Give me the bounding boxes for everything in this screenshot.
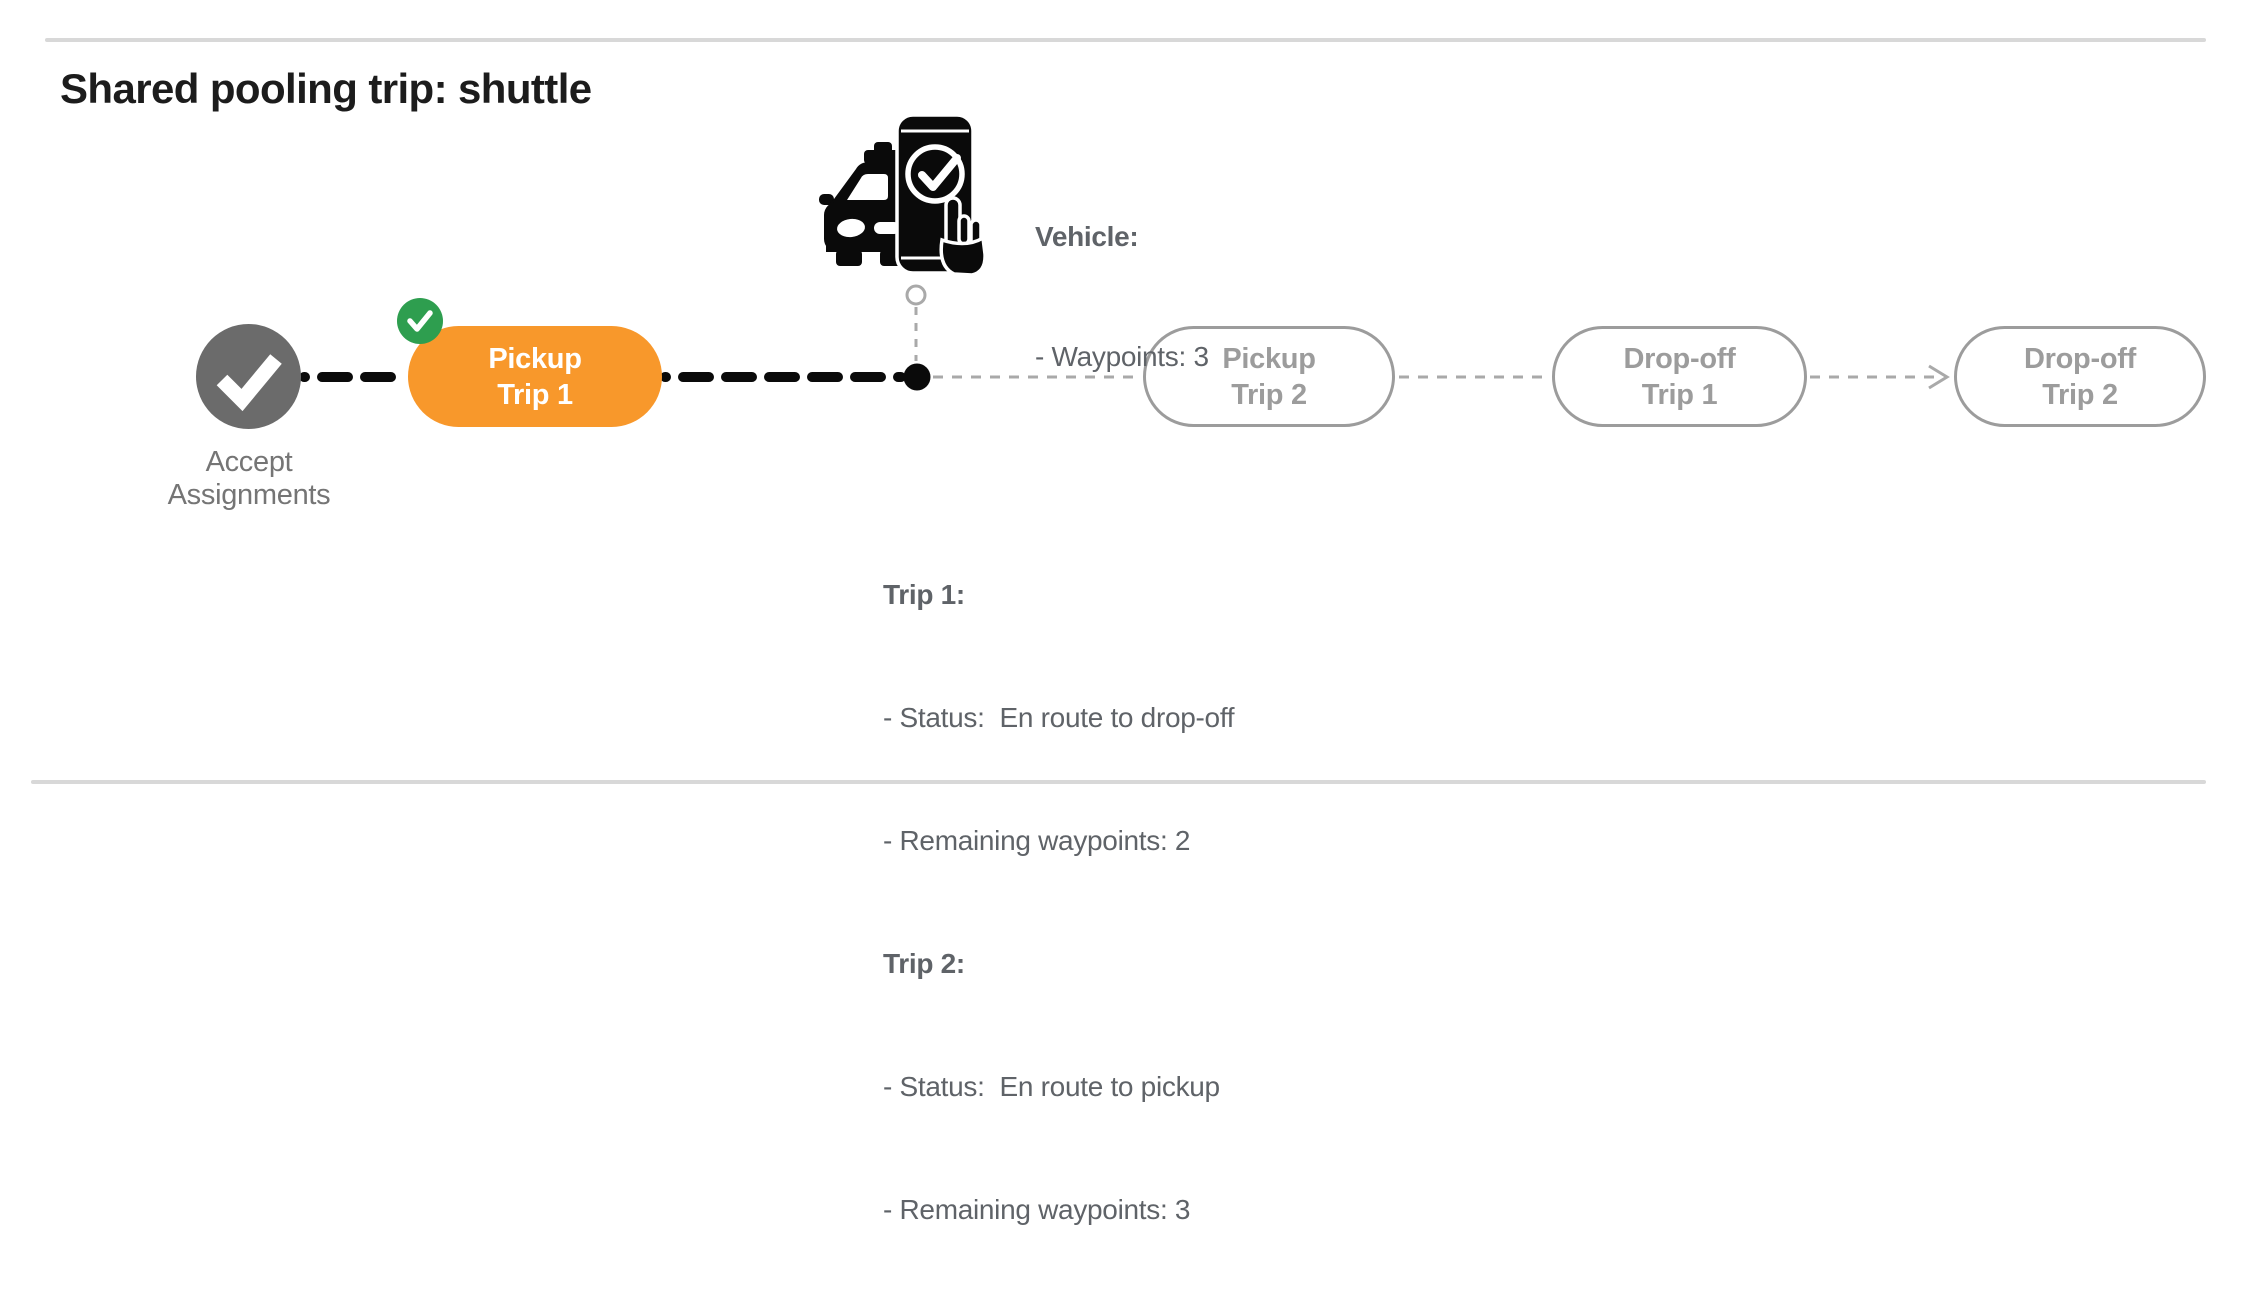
trip1-heading: Trip 1: xyxy=(883,579,965,610)
autonomous-car-phone-check-icon xyxy=(819,113,987,277)
page-title: Shared pooling trip: shuttle xyxy=(60,65,592,112)
accept-assignments-label: Accept Assignments xyxy=(118,446,380,512)
stage-label-line1: Drop-off xyxy=(2024,342,2136,375)
stage-label-line1: Pickup xyxy=(1222,342,1316,375)
trip2-heading: Trip 2: xyxy=(883,948,965,979)
stage-label-line1: Pickup xyxy=(488,342,582,375)
trip1-waypoints: - Remaining waypoints: 2 xyxy=(883,825,1191,856)
top-divider xyxy=(45,38,2206,42)
vehicle-info-panel: Vehicle: - Waypoints: 3 xyxy=(1035,137,1209,457)
arrowhead-icon xyxy=(1928,364,1950,390)
check-circle-icon xyxy=(905,144,965,204)
check-icon xyxy=(407,310,433,332)
stage-dropoff-trip-2: Drop-off Trip 2 xyxy=(1954,326,2206,427)
vehicle-anchor-circle xyxy=(905,284,927,306)
bottom-divider xyxy=(31,780,2206,784)
stage-label-line2: Trip 2 xyxy=(1231,378,1307,411)
stage-label-line2: Trip 1 xyxy=(1641,378,1718,411)
stage-label-line2: Trip 1 xyxy=(497,378,573,411)
trip2-status: - Status: En route to pickup xyxy=(883,1071,1220,1102)
completed-check-badge xyxy=(397,298,443,344)
current-position-dot xyxy=(903,363,931,391)
stage-pickup-trip-1: Pickup Trip 1 xyxy=(408,326,662,427)
stage-label-line1: Drop-off xyxy=(1623,342,1736,375)
trip1-status: - Status: En route to drop-off xyxy=(883,702,1235,733)
vehicle-waypoints: - Waypoints: 3 xyxy=(1035,341,1209,372)
trip-info-panel: Trip 1: - Status: En route to drop-off -… xyxy=(883,492,1235,1312)
stage-pickup-trip-2: Pickup Trip 2 xyxy=(1143,326,1395,427)
car-headlight xyxy=(837,218,865,238)
stage-label-line2: Trip 2 xyxy=(2042,378,2118,411)
accept-label-line1: Accept xyxy=(205,446,293,478)
car-door-slot xyxy=(874,222,900,234)
stage-dropoff-trip-1: Drop-off Trip 1 xyxy=(1552,326,1807,427)
shared-pooling-trip-diagram: Shared pooling trip: shuttle Accept Assi… xyxy=(31,38,2206,1225)
trip2-waypoints: - Remaining waypoints: 3 xyxy=(883,1194,1191,1225)
vehicle-heading: Vehicle: xyxy=(1035,221,1139,252)
accept-label-line2: Assignments xyxy=(167,479,331,511)
stage-accept-assignments xyxy=(196,324,301,429)
check-icon xyxy=(216,354,282,412)
car-window xyxy=(847,174,888,200)
pointing-hand xyxy=(939,196,987,277)
check-icon xyxy=(918,154,961,191)
